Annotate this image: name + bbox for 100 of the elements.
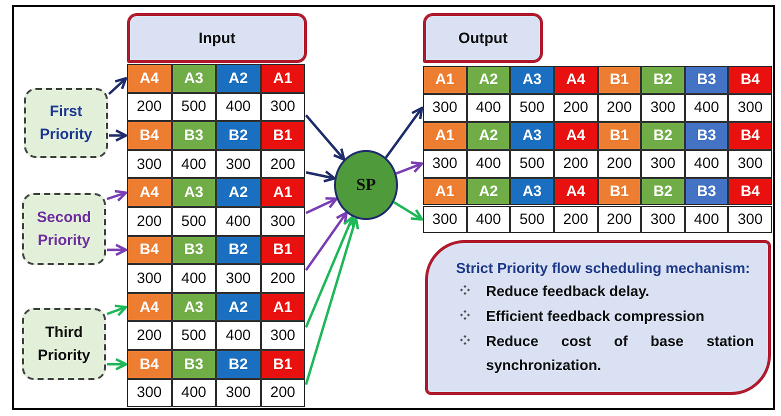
flow-id-row [423, 66, 772, 94]
packet-size-cell: 300 [423, 206, 467, 234]
packet-size-row [127, 150, 305, 178]
packet-size-cell: 300 [641, 206, 685, 234]
packet-size-cell: 300 [260, 321, 305, 350]
flow-id-cell: A3 [172, 178, 216, 207]
bullet-text: Reduce cost of base station synchronization. [486, 333, 754, 376]
flow-id-cell: A1 [423, 178, 467, 206]
flow-id-cell: A2 [466, 122, 510, 150]
packet-size-row [423, 206, 772, 234]
flow-id-cell: B2 [216, 236, 260, 264]
packet-size-cell: 300 [423, 94, 467, 122]
packet-size-cell: 300 [127, 378, 172, 408]
packet-size-cell: 200 [127, 321, 172, 350]
flow-id-cell: A3 [510, 66, 554, 94]
priority-box: First Priority [24, 88, 108, 158]
packet-size-cell: 200 [598, 150, 642, 178]
flow-id-cell: A2 [466, 66, 510, 94]
heading-box: Input [127, 13, 307, 63]
packet-size-cell: 300 [127, 150, 172, 178]
flow-id-cell: A2 [216, 178, 260, 207]
flow-id-cell: B3 [684, 66, 728, 94]
packet-size-cell: 200 [260, 150, 305, 178]
flow-id-cell: A4 [127, 178, 172, 207]
flow-id-cell: B1 [598, 178, 642, 206]
flow-id-cell: B2 [641, 66, 685, 94]
bullet-text: Efficient feedback compression [486, 308, 706, 328]
arrow [106, 190, 128, 202]
arrow [109, 129, 128, 142]
flow-id-cell: B3 [172, 350, 216, 379]
flow-id-cell: B4 [728, 122, 772, 150]
packet-size-cell: 200 [260, 264, 305, 293]
packet-size-cell: 200 [127, 207, 172, 236]
packet-size-cell: 300 [216, 264, 260, 293]
flow-id-cell: B1 [598, 66, 642, 94]
flow-id-row [127, 236, 305, 264]
packet-size-cell: 400 [466, 206, 510, 234]
arrow [304, 216, 360, 385]
arrow [393, 201, 424, 221]
packet-size-cell: 200 [554, 206, 598, 234]
flow-id-cell: A2 [466, 178, 510, 206]
flow-id-cell: A1 [260, 178, 305, 207]
flow-id-cell: B2 [216, 350, 260, 379]
flow-id-cell: B3 [684, 122, 728, 150]
flow-id-cell: B2 [641, 178, 685, 206]
flow-id-cell: A4 [554, 66, 598, 94]
note-panel [425, 240, 771, 395]
bullet-text: Reduce feedback delay. [486, 283, 650, 302]
packet-size-cell: 400 [172, 378, 216, 408]
packet-size-row [127, 378, 305, 408]
packet-size-cell: 300 [260, 92, 305, 122]
flow-id-cell: A1 [423, 66, 467, 94]
packet-size-cell: 300 [216, 150, 260, 178]
packet-size-cell: 500 [172, 207, 216, 236]
flow-id-row [127, 292, 305, 322]
flow-id-cell: A3 [510, 178, 554, 206]
flow-id-cell: B1 [260, 350, 305, 379]
packet-size-cell: 500 [510, 94, 554, 122]
packet-size-cell: 300 [127, 264, 172, 293]
arrow [305, 197, 338, 214]
flow-id-cell: B4 [127, 236, 172, 264]
packet-size-cell: 300 [216, 378, 260, 408]
packet-size-row [127, 321, 305, 350]
arrow [384, 106, 424, 158]
flow-id-cell: A4 [127, 64, 172, 93]
packet-size-cell: 400 [216, 207, 260, 236]
packet-size-cell: 500 [172, 321, 216, 350]
flow-id-cell: A4 [554, 122, 598, 150]
heading-box: Output [423, 13, 543, 63]
flow-id-row [423, 122, 772, 150]
packet-size-cell: 300 [641, 150, 685, 178]
packet-size-cell: 400 [466, 94, 510, 122]
flow-id-cell: B1 [260, 121, 305, 150]
packet-size-cell: 400 [216, 92, 260, 122]
packet-size-cell: 400 [172, 150, 216, 178]
flow-id-row [127, 121, 305, 150]
arrow [108, 77, 128, 95]
arrow [107, 358, 128, 371]
arrow [304, 216, 355, 328]
packet-size-cell: 300 [728, 150, 772, 178]
flow-id-cell: A3 [510, 122, 554, 150]
arrow [305, 114, 346, 161]
flow-id-cell: B4 [728, 178, 772, 206]
scheduler-circle: SP [334, 150, 398, 220]
flow-id-row [127, 178, 305, 207]
flow-id-cell: A4 [127, 292, 172, 322]
flow-id-row [423, 178, 772, 206]
flow-id-cell: A2 [216, 292, 260, 322]
flow-id-cell: A1 [423, 122, 467, 150]
flow-id-row [127, 64, 305, 93]
packet-size-cell: 200 [260, 378, 305, 408]
flow-id-cell: A1 [260, 292, 305, 322]
packet-size-cell: 300 [260, 207, 305, 236]
packet-size-cell: 200 [127, 92, 172, 122]
packet-size-cell: 400 [684, 206, 728, 234]
flow-id-cell: A2 [216, 64, 260, 93]
packet-size-cell: 200 [554, 94, 598, 122]
arrow [106, 304, 128, 316]
packet-size-cell: 300 [423, 150, 467, 178]
flow-id-cell: B4 [127, 121, 172, 150]
